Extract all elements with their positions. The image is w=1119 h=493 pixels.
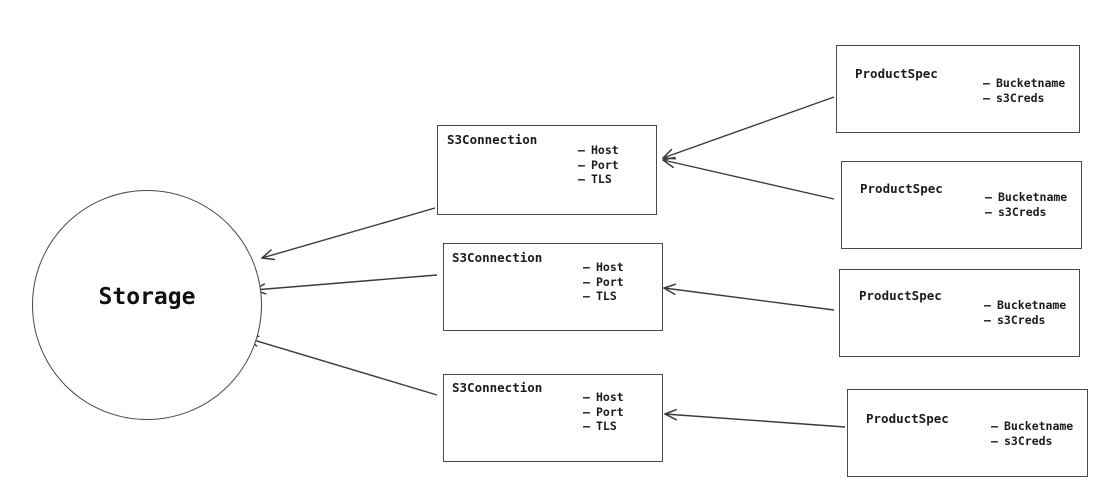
bullet-dash: – xyxy=(984,312,991,327)
productspec-title-3: ProductSpec xyxy=(859,288,942,303)
attr-label: Port xyxy=(596,404,624,419)
s3connection-title-1: S3Connection xyxy=(447,132,538,147)
productspec-attrs-1: –Bucketname –s3Creds xyxy=(983,76,1065,105)
attr-label: s3Creds xyxy=(996,90,1045,105)
s3connection-attrs-2: –Host –Port –TLS xyxy=(583,260,624,304)
bullet-dash: – xyxy=(583,274,590,289)
s3connection-title-3: S3Connection xyxy=(452,380,543,395)
attr-label: Port xyxy=(591,157,619,172)
arrow-conn3-to-storage xyxy=(247,338,438,396)
arrow-spec3-to-conn2 xyxy=(664,288,835,311)
attr-label: Bucketname xyxy=(997,298,1067,312)
bullet-dash: – xyxy=(991,419,998,433)
attr-label: Port xyxy=(596,274,624,289)
attr-row: –s3Creds xyxy=(984,313,1066,328)
bullet-dash: – xyxy=(983,76,990,90)
bullet-dash: – xyxy=(985,204,992,219)
attr-row: –TLS xyxy=(583,289,624,304)
productspec-title-1: ProductSpec xyxy=(855,66,938,81)
attr-label: Bucketname xyxy=(996,76,1066,90)
bullet-dash: – xyxy=(991,433,998,448)
attr-row: –Bucketname xyxy=(991,419,1073,434)
attr-row: –s3Creds xyxy=(991,434,1073,449)
attr-label: s3Creds xyxy=(998,204,1047,219)
attr-label: TLS xyxy=(591,172,612,186)
attr-row: –Port xyxy=(583,275,624,290)
s3connection-box-2[interactable] xyxy=(443,243,663,331)
attr-row: –Bucketname xyxy=(983,76,1065,91)
bullet-dash: – xyxy=(578,172,585,186)
storage-label: Storage xyxy=(98,284,196,310)
attr-row: –Host xyxy=(583,260,624,275)
productspec-box-4[interactable] xyxy=(847,389,1088,477)
productspec-title-4: ProductSpec xyxy=(866,411,949,426)
attr-row: –Host xyxy=(583,390,624,405)
arrow-spec4-to-conn3 xyxy=(665,414,846,428)
bullet-dash: – xyxy=(583,289,590,303)
attr-label: Bucketname xyxy=(998,190,1068,204)
productspec-box-3[interactable] xyxy=(839,269,1080,357)
arrow-conn1-to-storage xyxy=(262,207,436,258)
attr-label: s3Creds xyxy=(997,312,1046,327)
bullet-dash: – xyxy=(983,90,990,105)
bullet-dash: – xyxy=(583,419,590,433)
s3connection-title-2: S3Connection xyxy=(452,250,543,265)
attr-row: –s3Creds xyxy=(983,91,1065,106)
attr-row: –Bucketname xyxy=(984,298,1066,313)
bullet-dash: – xyxy=(985,190,992,204)
productspec-title-2: ProductSpec xyxy=(860,181,943,196)
s3connection-attrs-1: –Host –Port –TLS xyxy=(578,143,619,187)
attr-label: s3Creds xyxy=(1004,433,1053,448)
s3connection-box-3[interactable] xyxy=(443,374,663,462)
bullet-dash: – xyxy=(984,298,991,312)
attr-label: TLS xyxy=(596,419,617,433)
attr-label: Host xyxy=(596,260,624,274)
attr-label: Host xyxy=(591,143,619,157)
bullet-dash: – xyxy=(583,260,590,274)
attr-row: –TLS xyxy=(578,172,619,187)
bullet-dash: – xyxy=(583,404,590,419)
attr-label: Host xyxy=(596,390,624,404)
attr-row: –Host xyxy=(578,143,619,158)
productspec-attrs-3: –Bucketname –s3Creds xyxy=(984,298,1066,327)
attr-row: –Port xyxy=(578,158,619,173)
attr-row: –Port xyxy=(583,405,624,420)
attr-row: –TLS xyxy=(583,419,624,434)
s3connection-box-1[interactable] xyxy=(437,125,657,215)
attr-label: Bucketname xyxy=(1004,419,1074,433)
bullet-dash: – xyxy=(578,143,585,157)
attr-row: –Bucketname xyxy=(985,190,1067,205)
productspec-attrs-2: –Bucketname –s3Creds xyxy=(985,190,1067,219)
attr-row: –s3Creds xyxy=(985,205,1067,220)
bullet-dash: – xyxy=(583,390,590,404)
productspec-box-1[interactable] xyxy=(836,45,1080,133)
arrow-conn2-to-storage xyxy=(254,274,438,290)
arrow-spec2-to-conn1 xyxy=(663,160,835,200)
bullet-dash: – xyxy=(578,157,585,172)
attr-label: TLS xyxy=(596,289,617,303)
productspec-attrs-4: –Bucketname –s3Creds xyxy=(991,419,1073,448)
arrow-spec1-to-conn1 xyxy=(663,96,835,158)
s3connection-attrs-3: –Host –Port –TLS xyxy=(583,390,624,434)
productspec-box-2[interactable] xyxy=(841,161,1082,249)
storage-node[interactable] xyxy=(32,190,262,420)
